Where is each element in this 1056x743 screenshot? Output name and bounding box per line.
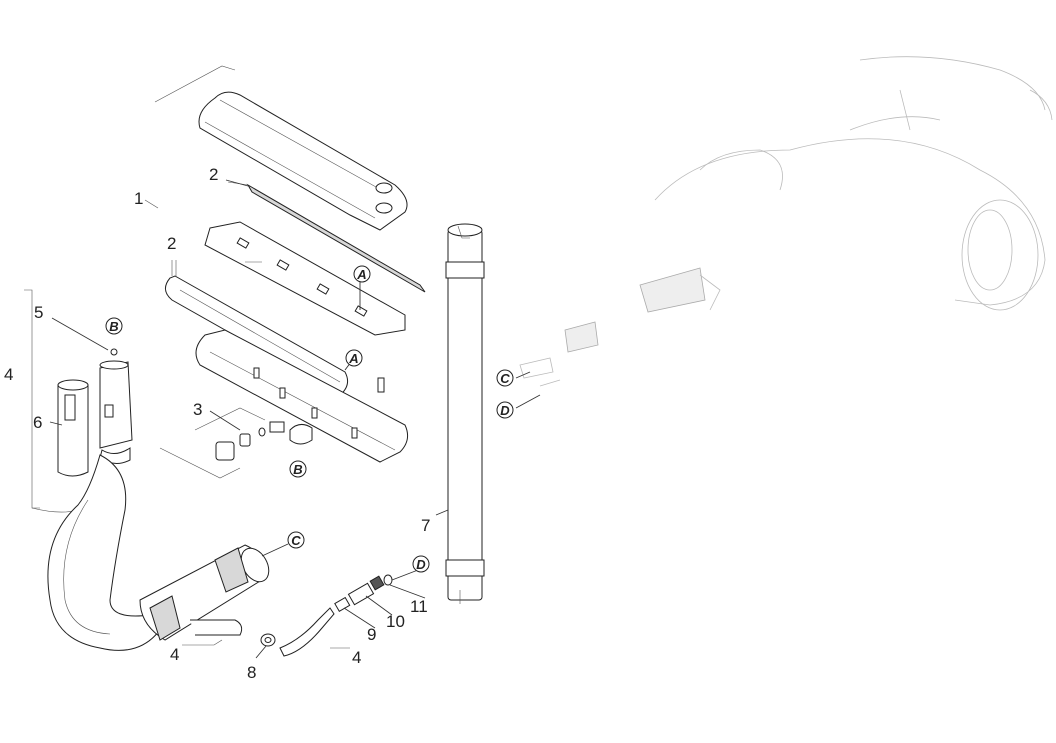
svg-text:D: D xyxy=(500,403,510,418)
connector-parts xyxy=(260,574,393,657)
ref-marker-d-right: D xyxy=(496,401,514,419)
part-number-3: 3 xyxy=(193,400,202,419)
svg-text:A: A xyxy=(356,267,366,282)
part-number-2-upper: 2 xyxy=(209,165,218,184)
curved-hose xyxy=(47,454,171,651)
part-number-9: 9 xyxy=(367,625,376,644)
part-number-7: 7 xyxy=(421,516,430,535)
handle-top-part-5 xyxy=(99,348,133,464)
tall-tube-part-7 xyxy=(445,223,485,604)
svg-text:B: B xyxy=(293,462,302,477)
reference-markers: A A B B C C D D xyxy=(105,265,514,573)
svg-text:B: B xyxy=(109,319,118,334)
group-1-bracket xyxy=(144,65,236,209)
svg-text:D: D xyxy=(416,557,426,572)
part-number-10: 10 xyxy=(386,612,405,631)
leader-lines xyxy=(49,179,541,659)
ref-marker-b-upper: B xyxy=(105,317,123,335)
part-number-4-right: 4 xyxy=(352,648,361,667)
part-number-1: 1 xyxy=(134,189,143,208)
hose-cylinder xyxy=(139,544,270,641)
ref-marker-a-upper: A xyxy=(353,265,371,283)
bottom-plate xyxy=(195,329,409,463)
top-cover-plate xyxy=(198,91,408,231)
sleeve-part-6 xyxy=(57,379,89,477)
ref-marker-c-right: C xyxy=(496,369,514,387)
ref-marker-d-left: D xyxy=(412,555,430,573)
part-number-6: 6 xyxy=(33,413,42,432)
background-machine-outline xyxy=(519,56,1053,387)
ref-marker-a-lower: A xyxy=(345,349,363,367)
ref-marker-c-left: C xyxy=(287,531,305,549)
part-number-2-lower: 2 xyxy=(167,234,176,253)
svg-text:C: C xyxy=(291,533,301,548)
svg-text:A: A xyxy=(348,351,358,366)
part-number-4-middle: 4 xyxy=(170,645,179,664)
svg-text:C: C xyxy=(500,371,510,386)
part-number-4-left: 4 xyxy=(4,365,13,384)
ref-marker-b-lower: B xyxy=(289,460,307,478)
part-number-11: 11 xyxy=(410,597,428,616)
part-number-labels: 1 2 2 3 4 4 4 5 6 7 8 9 10 11 xyxy=(4,165,430,682)
part-number-5: 5 xyxy=(34,303,43,322)
part-number-8: 8 xyxy=(247,663,256,682)
fitting-group-3 xyxy=(159,407,313,479)
middle-plate xyxy=(204,221,406,336)
